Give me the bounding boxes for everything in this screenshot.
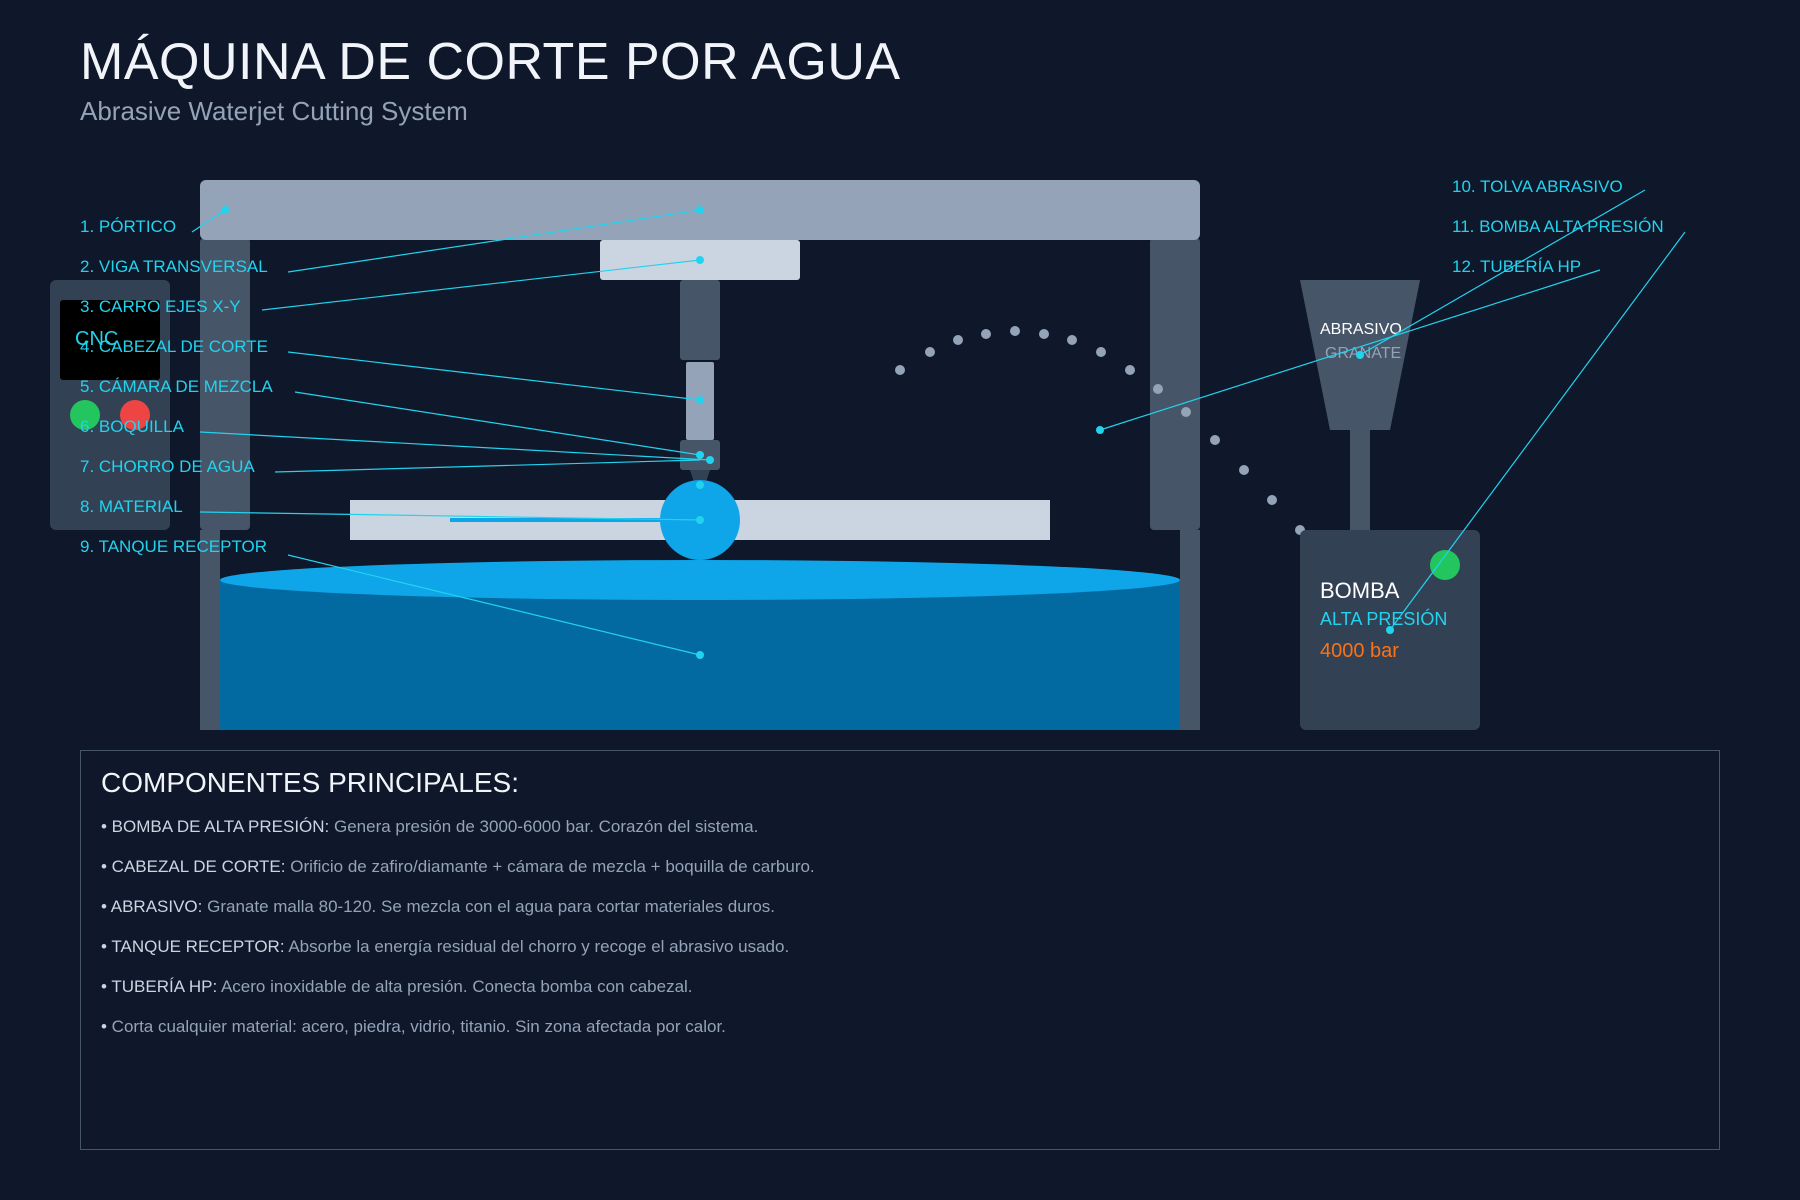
leader-dot (696, 396, 704, 404)
leader-dot (221, 206, 229, 214)
leader-line-1 (191, 209, 226, 233)
pump-title: BOMBA (1320, 578, 1400, 603)
leader-dot (696, 451, 704, 459)
leader-dot (696, 256, 704, 264)
hp-pipe-dot (1153, 384, 1163, 394)
page-subtitle: Abrasive Waterjet Cutting System (80, 96, 468, 126)
callout-bomba-alta-presion: 11. BOMBA ALTA PRESIÓN (1452, 217, 1664, 236)
callout-chorro-agua: 7. CHORRO DE AGUA (80, 457, 255, 476)
leader-dot (1096, 426, 1104, 434)
cnc-start-button[interactable] (70, 400, 100, 430)
callout-camara-mezcla: 5. CÁMARA DE MEZCLA (80, 377, 273, 396)
leader-dot (1356, 351, 1364, 359)
callout-cabezal-corte: 4. CABEZAL DE CORTE (80, 337, 268, 356)
component-item: • TUBERÍA HP: Acero inoxidable de alta p… (101, 977, 693, 997)
callout-viga-transversal: 2. VIGA TRANSVERSAL (80, 257, 268, 276)
leader-line-6 (199, 431, 711, 461)
hp-pipe-dot (1181, 407, 1191, 417)
gantry-leg-left (200, 238, 250, 530)
hp-pipe-dot (1096, 347, 1106, 357)
component-item: • TANQUE RECEPTOR: Absorbe la energía re… (101, 937, 789, 957)
cutting-head-upper (680, 280, 720, 360)
components-panel: COMPONENTES PRINCIPALES: • BOMBA DE ALTA… (80, 750, 1720, 1150)
hp-pipe-dot (953, 335, 963, 345)
leader-dot (696, 206, 704, 214)
leader-line-8 (199, 511, 701, 521)
cnc-stop-button[interactable] (120, 400, 150, 430)
page-title: MÁQUINA DE CORTE POR AGUA (80, 33, 901, 91)
leader-lines (191, 189, 1686, 656)
gantry-leg-right-lower (1180, 530, 1200, 730)
callout-tuberia-hp: 12. TUBERÍA HP (1452, 257, 1582, 276)
callout-tolva-abrasivo: 10. TOLVA ABRASIVO (1452, 177, 1623, 196)
component-item: • BOMBA DE ALTA PRESIÓN: Genera presión … (101, 817, 758, 837)
pump-status-indicator (1430, 550, 1460, 580)
component-item-key: • BOMBA DE ALTA PRESIÓN: (101, 817, 330, 836)
gantry-leg-right (1150, 238, 1200, 530)
leader-line-4 (287, 351, 701, 401)
hp-pipe-dot (1210, 435, 1220, 445)
leader-line-2 (287, 209, 701, 273)
component-item-text: Corta cualquier material: acero, piedra,… (106, 1017, 726, 1036)
leader-line-5 (294, 391, 701, 456)
pump-pressure: 4000 bar (1320, 640, 1399, 662)
component-item-text: Granate malla 80-120. Se mezcla con el a… (202, 897, 776, 916)
pump-subtitle: ALTA PRESIÓN (1320, 608, 1447, 629)
hp-pipe-dot (1010, 326, 1020, 336)
leader-line-12 (1099, 269, 1601, 431)
callout-boquilla: 6. BOQUILLA (80, 417, 184, 436)
hopper-feed-tube (1350, 430, 1370, 530)
leader-dot (706, 456, 714, 464)
component-item-key: • ABRASIVO: (101, 897, 203, 916)
hopper-label: ABRASIVO (1320, 321, 1402, 338)
component-item: • Corta cualquier material: acero, piedr… (101, 1017, 726, 1037)
leader-dot (696, 651, 704, 659)
component-item-text: Orificio de zafiro/diamante + cámara de … (285, 857, 815, 876)
callout-material: 8. MATERIAL (80, 497, 183, 516)
component-item-key: • TANQUE RECEPTOR: (101, 937, 285, 956)
leader-line-9 (287, 554, 701, 656)
component-item-key: • (101, 1017, 107, 1036)
gantry-leg-left-lower (200, 530, 220, 730)
hp-pipe-dot (981, 329, 991, 339)
hp-pipe-dot (1239, 465, 1249, 475)
hp-pipe-dot (1125, 365, 1135, 375)
component-item-key: • CABEZAL DE CORTE: (101, 857, 286, 876)
component-item-text: Absorbe la energía residual del chorro y… (284, 937, 790, 956)
callout-tanque-receptor: 9. TANQUE RECEPTOR (80, 537, 268, 556)
leader-dots (221, 206, 1394, 659)
callout-portico: 1. PÓRTICO (80, 217, 177, 236)
callout-carro-ejes: 3. CARRO EJES X-Y (80, 297, 241, 316)
cnc-screen (60, 300, 160, 380)
component-item-text: Acero inoxidable de alta presión. Conect… (217, 977, 693, 996)
component-item: • CABEZAL DE CORTE: Orificio de zafiro/d… (101, 857, 815, 877)
hp-pipe-dot (1067, 335, 1077, 345)
hp-pipe-dot (925, 347, 935, 357)
component-item-text: Genera presión de 3000-6000 bar. Corazón… (329, 817, 759, 836)
component-item: • ABRASIVO: Granate malla 80-120. Se mez… (101, 897, 775, 917)
leader-dot (1386, 626, 1394, 634)
leader-line-3 (261, 259, 701, 311)
hp-pipe-dot (895, 365, 905, 375)
leader-line-10 (1359, 189, 1646, 356)
leader-line-7 (274, 459, 701, 473)
tank-water-surface (220, 560, 1180, 600)
hp-pipe (895, 326, 1305, 535)
leader-dot (696, 481, 704, 489)
components-title: COMPONENTES PRINCIPALES: (101, 767, 520, 798)
component-item-key: • TUBERÍA HP: (101, 977, 218, 996)
hp-pipe-dot (1267, 495, 1277, 505)
leader-dot (696, 516, 704, 524)
leader-line-11 (1389, 231, 1686, 631)
cnc-label: CNC (75, 328, 118, 350)
hp-pipe-dot (1039, 329, 1049, 339)
